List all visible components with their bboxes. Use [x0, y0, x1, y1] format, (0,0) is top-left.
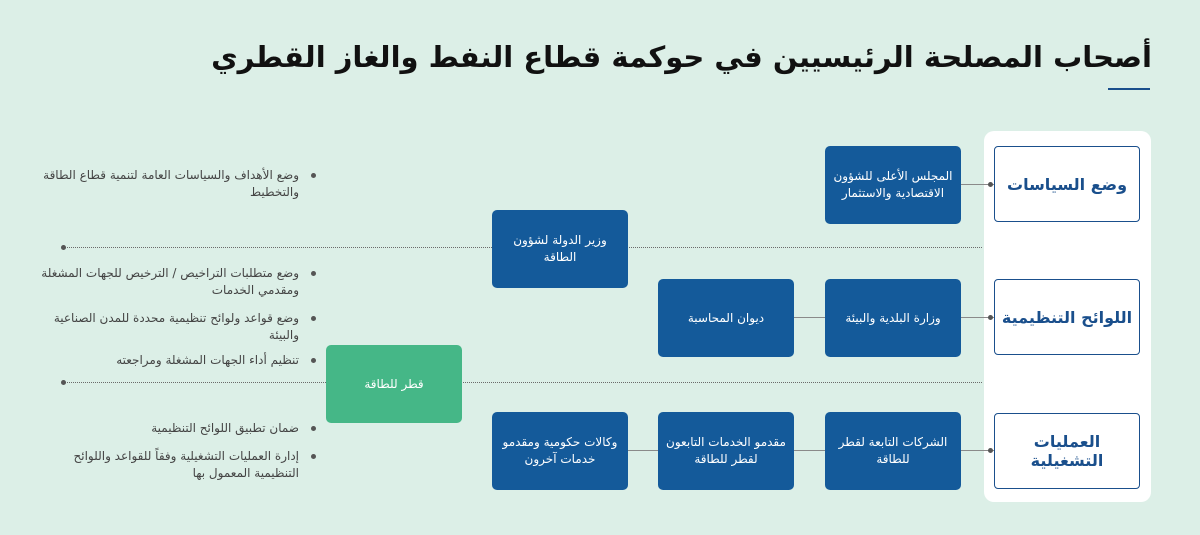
bullet-text: تنظيم أداء الجهات المشغلة ومراجعته	[116, 353, 299, 367]
bullet-text: إدارة العمليات التشغيلية وفقاً للقواعد و…	[73, 449, 299, 480]
entity-gov-agencies: وكالات حكومية ومقدمو خدمات آخرون	[492, 412, 628, 490]
connector-operations-c	[627, 450, 658, 451]
bullet-item: تنظيم أداء الجهات المشغلة ومراجعته	[39, 352, 316, 369]
category-operations: العمليات التشغيلية	[994, 413, 1140, 489]
bullet-item: وضع متطلبات التراخيص / الترخيص للجهات ال…	[39, 265, 316, 299]
connector-operations-b	[793, 450, 825, 451]
connector-policy	[960, 184, 994, 185]
entity-qe-service-providers: مقدمو الخدمات التابعون لقطر للطاقة	[658, 412, 794, 490]
connector-regulation-b	[793, 317, 825, 318]
connector-regulation-a	[960, 317, 994, 318]
bullet-text: وضع قواعد ولوائح تنظيمية محددة للمدن الص…	[53, 311, 299, 342]
entity-minister-energy: وزير الدولة لشؤون الطاقة	[492, 210, 628, 288]
bullet-text: وضع متطلبات التراخيص / الترخيص للجهات ال…	[41, 266, 299, 297]
bullet-item: ضمان تطبيق اللوائح التنظيمية	[39, 420, 316, 437]
separator-line-2	[64, 382, 982, 383]
entity-qe-companies: الشركات التابعة لقطر للطاقة	[825, 412, 961, 490]
bullet-item: إدارة العمليات التشغيلية وفقاً للقواعد و…	[39, 448, 316, 482]
entity-supreme-council: المجلس الأعلى للشؤون الاقتصادية والاستثم…	[825, 146, 961, 224]
separator-endpoint-1	[61, 245, 66, 250]
bullet-item: وضع قواعد ولوائح تنظيمية محددة للمدن الص…	[39, 310, 316, 344]
bullet-text: ضمان تطبيق اللوائح التنظيمية	[151, 421, 299, 435]
page-title: أصحاب المصلحة الرئيسيين في حوكمة قطاع ال…	[211, 40, 1152, 74]
connector-operations-a	[960, 450, 994, 451]
bullet-dot	[311, 173, 316, 178]
bullet-dot	[311, 454, 316, 459]
category-regulation: اللوائح التنظيمية	[994, 279, 1140, 355]
title-underline	[1108, 88, 1150, 90]
entity-qatar-energy: قطر للطاقة	[326, 345, 462, 423]
separator-endpoint-2	[61, 380, 66, 385]
connector-dot-policy	[988, 182, 993, 187]
bullet-dot	[311, 271, 316, 276]
bullet-item: وضع الأهداف والسياسات العامة لتنمية قطاع…	[39, 167, 316, 201]
connector-dot-operations	[988, 448, 993, 453]
entity-ministry-municipality: وزارة البلدية والبيئة	[825, 279, 961, 357]
bullet-dot	[311, 358, 316, 363]
bullet-dot	[311, 316, 316, 321]
category-policy: وضع السياسات	[994, 146, 1140, 222]
bullet-dot	[311, 426, 316, 431]
entity-audit-bureau: ديوان المحاسبة	[658, 279, 794, 357]
connector-dot-regulation	[988, 315, 993, 320]
bullet-text: وضع الأهداف والسياسات العامة لتنمية قطاع…	[43, 168, 299, 199]
